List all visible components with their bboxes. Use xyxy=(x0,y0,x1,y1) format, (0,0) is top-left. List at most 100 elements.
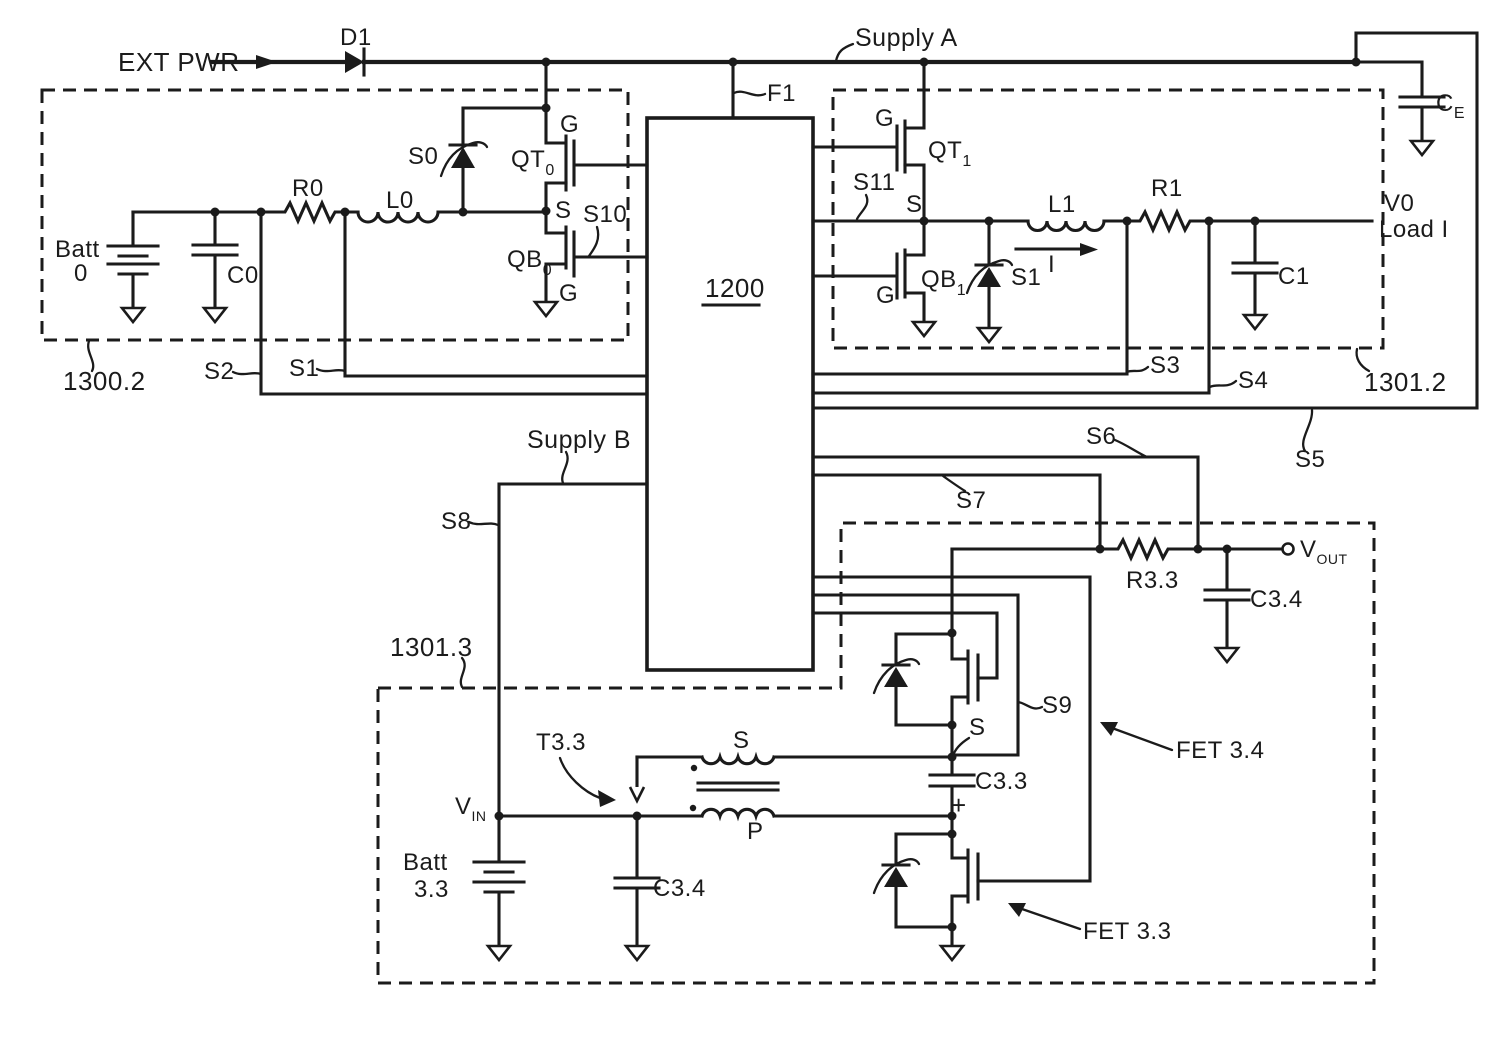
output-stage-1: G QT1 S11 S QB1 G S1 L1 I R1 C1 V0 Load … xyxy=(811,60,1449,395)
qb0-gate-label: G xyxy=(559,280,578,307)
junction-dot xyxy=(1122,216,1132,226)
s7-leader xyxy=(941,474,967,493)
zener-s0-swoosh xyxy=(439,141,489,178)
battery-3-3 xyxy=(472,814,526,948)
diode-d1-icon xyxy=(345,51,364,73)
s7-label: S7 xyxy=(956,487,986,514)
junction-dot xyxy=(947,922,957,932)
s3-label: S3 xyxy=(1150,352,1180,379)
f1-label: F1 xyxy=(767,80,796,107)
s3-wire xyxy=(811,219,1129,376)
s2-leader xyxy=(231,370,263,376)
vin-main: V xyxy=(455,793,472,820)
s9-wire xyxy=(811,593,1020,757)
phasing-dot xyxy=(689,804,697,812)
qb0-sub: 0 xyxy=(543,262,552,279)
zener-s1-swoosh xyxy=(965,259,1014,295)
s7-wire xyxy=(811,473,1102,551)
junction-dot xyxy=(1351,57,1361,67)
fet3-4-source-label: S xyxy=(969,714,986,741)
ground-icon xyxy=(201,306,229,325)
ref-leader xyxy=(87,339,95,373)
fet3-3-pointer-line xyxy=(1020,907,1082,931)
junction-dot xyxy=(494,811,504,821)
vout-terminal xyxy=(1281,542,1295,556)
fet3-4 xyxy=(950,631,980,759)
f1-leader xyxy=(732,90,767,97)
controller-label: 1200 xyxy=(705,273,765,303)
fet-qb1 xyxy=(811,163,926,324)
current-arrow-icon xyxy=(1080,243,1098,256)
qt1-main: QT xyxy=(928,137,962,164)
controller-1200: 1200 xyxy=(645,116,815,672)
battery-0 xyxy=(106,210,160,310)
transformer-secondary xyxy=(635,751,954,766)
qt1-label: QT1 xyxy=(928,137,972,170)
t3-3-arrow-icon xyxy=(598,790,616,807)
c0-label: C0 xyxy=(227,262,259,289)
junction-dot xyxy=(256,207,266,217)
cap-c0 xyxy=(191,210,239,310)
fet3-4-gate-wire xyxy=(811,611,999,680)
s3-leader xyxy=(1125,365,1150,374)
junction-dot xyxy=(984,216,994,226)
l1-label: L1 xyxy=(1048,191,1076,218)
ground-icon xyxy=(938,944,966,963)
junction-dot xyxy=(1222,544,1232,554)
s4-leader xyxy=(1208,379,1238,389)
s11-leader xyxy=(855,193,869,221)
ce-label: CE xyxy=(1436,90,1465,122)
s10-label: S10 xyxy=(583,201,627,228)
junction-dot xyxy=(340,207,350,217)
s6-label: S6 xyxy=(1086,423,1116,450)
converter-3-3: Supply B S8 1301.3 Batt 3.3 VIN C3.4 T3.… xyxy=(390,426,1264,963)
vin-sub: IN xyxy=(472,808,487,824)
s8-label: S8 xyxy=(441,508,471,535)
load-label: Load I xyxy=(1379,216,1449,243)
qt0-main: QT xyxy=(511,146,545,173)
cap-c1 xyxy=(1231,219,1279,317)
resistor-r3-3 xyxy=(950,536,1284,562)
junction-dot xyxy=(947,829,957,839)
box-1301-2 xyxy=(831,88,1385,350)
c3-4-in-label: C3.4 xyxy=(653,875,706,902)
module-boxes xyxy=(40,88,1385,985)
v0-label: V0 xyxy=(1384,190,1414,217)
fet3-4-pointer-icon xyxy=(1100,722,1118,736)
l0-label: L0 xyxy=(386,187,414,214)
qt1-gate-label: G xyxy=(875,105,894,132)
qb1-gate-label: G xyxy=(876,282,895,309)
s4-wire xyxy=(811,219,1211,395)
batt0-num: 0 xyxy=(74,260,88,287)
qt0-label: QT0 xyxy=(511,146,555,179)
t3-3-label: T3.3 xyxy=(536,729,586,756)
junction-dot xyxy=(1250,216,1260,226)
ground-icon xyxy=(1408,139,1436,158)
box-1301-3 xyxy=(376,521,1376,985)
s5-label: S5 xyxy=(1295,446,1325,473)
s6-leader xyxy=(1113,438,1149,459)
fet3-4-body-diode-icon xyxy=(884,667,908,687)
ref-1301-2: 1301.2 S3 S4 S5 xyxy=(1125,347,1446,473)
junction-dot xyxy=(728,57,738,67)
resistor-r1 xyxy=(1102,208,1374,234)
tap-arrow-icon xyxy=(628,786,646,804)
junction-dot xyxy=(947,752,957,762)
junction-dot xyxy=(1095,544,1105,554)
cap-c3-4-in xyxy=(613,814,661,948)
transformer-core xyxy=(696,781,780,792)
ext-pwr-arrow-icon xyxy=(256,55,277,69)
resistor-r0 xyxy=(131,199,360,225)
supply-b-label: Supply B xyxy=(527,426,631,454)
primary-label: P xyxy=(747,818,764,845)
qt1-sub: 1 xyxy=(962,153,971,170)
qb1-label: QB1 xyxy=(921,266,966,299)
qb1-main: QB xyxy=(921,266,957,293)
fet3-3-label: FET 3.3 xyxy=(1083,918,1171,945)
fet-qt1 xyxy=(811,60,926,174)
feedback-network: S6 S7 R3.3 VOUT C3.4 xyxy=(811,423,1347,665)
junction-dot xyxy=(1204,216,1214,226)
junction-dot xyxy=(210,207,220,217)
inductor-l1 xyxy=(1026,219,1106,233)
fet3-3-pointer-icon xyxy=(1008,903,1026,917)
